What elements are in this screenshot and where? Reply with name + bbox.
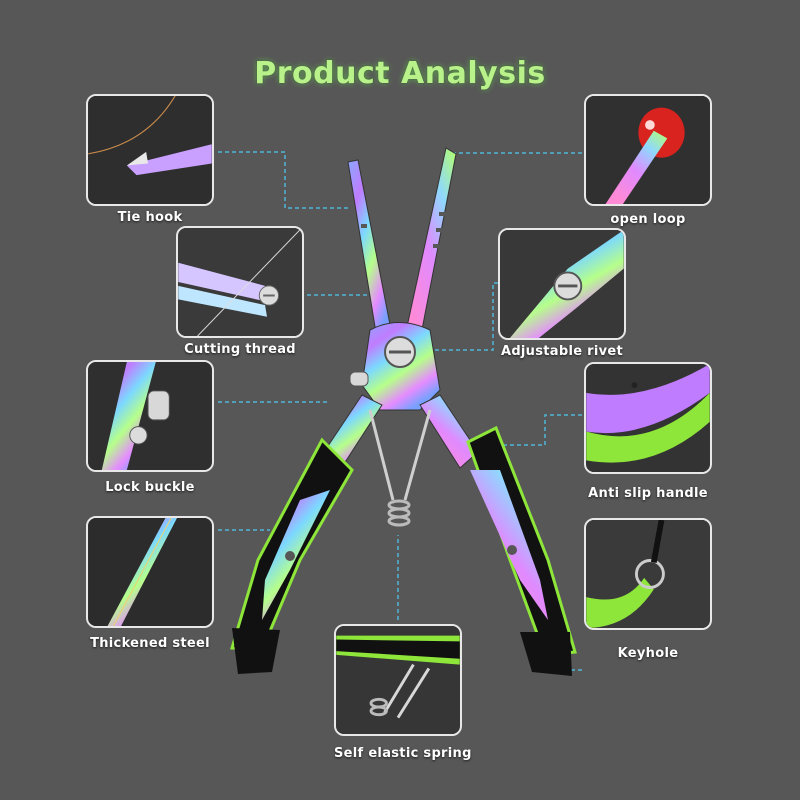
label-tie-hook: Tie hook xyxy=(117,210,183,225)
cutting-thread-image xyxy=(178,228,302,336)
feature-panel-self-elastic-spring xyxy=(334,624,462,736)
label-anti-slip-handle: Anti slip handle xyxy=(588,486,708,501)
keyhole-image xyxy=(586,520,710,628)
label-lock-buckle: Lock buckle xyxy=(105,480,195,495)
anti-slip-handle-image xyxy=(586,364,710,472)
label-keyhole: Keyhole xyxy=(617,646,679,661)
label-cutting-thread: Cutting thread xyxy=(184,342,296,357)
feature-panel-anti-slip-handle xyxy=(584,362,712,474)
label-open-loop: open loop xyxy=(610,212,686,227)
feature-panel-cutting-thread xyxy=(176,226,304,338)
feature-panel-tie-hook xyxy=(86,94,214,206)
label-self-elastic-spring: Self elastic spring xyxy=(334,746,472,761)
page-title: Product Analysis xyxy=(254,56,546,91)
feature-panel-open-loop xyxy=(584,94,712,206)
feature-panel-thickened-steel xyxy=(86,516,214,628)
label-thickened-steel: Thickened steel xyxy=(90,636,210,651)
thickened-steel-image xyxy=(88,518,212,626)
self-elastic-spring-image xyxy=(336,626,460,734)
tie-hook-image xyxy=(88,96,212,204)
lock-buckle-image xyxy=(88,362,212,470)
adjustable-rivet-image xyxy=(500,230,624,338)
feature-panel-keyhole xyxy=(584,518,712,630)
feature-panel-lock-buckle xyxy=(86,360,214,472)
open-loop-image xyxy=(586,96,710,204)
feature-panel-adjustable-rivet xyxy=(498,228,626,340)
label-adjustable-rivet: Adjustable rivet xyxy=(500,344,624,359)
